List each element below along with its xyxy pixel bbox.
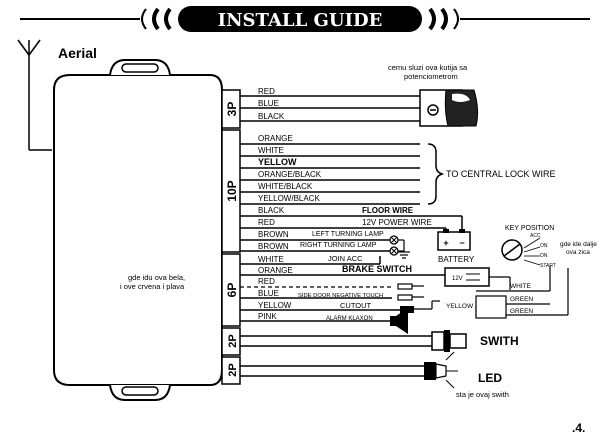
wire-label: BLACK (258, 112, 285, 121)
wire-label: BLUE (258, 289, 279, 298)
connector-10p-label: 10P (225, 180, 239, 201)
wire-label: ORANGE/BLACK (258, 170, 322, 179)
connector-6p-label: 6P (225, 283, 239, 298)
key-on-label-2: ON (540, 253, 548, 259)
green-wire-label-2: GREEN (510, 308, 533, 315)
power-wire-label: 12V POWER WIRE (362, 218, 432, 227)
relay-12v-label: 12V (452, 276, 463, 282)
door-switch-icon (397, 283, 424, 301)
yellow-wire-label: YELLOW (446, 303, 474, 310)
brake-switch-label: BRAKE SWITCH (342, 264, 412, 274)
wire-label: BROWN (258, 230, 289, 239)
wires-3p: RED BLUE BLACK (240, 87, 420, 122)
connector-2p-b-label: 2P (227, 363, 239, 376)
wire-label: BROWN (258, 242, 289, 251)
led-note: sta je ovaj swith (456, 390, 509, 399)
connector-2p-led: 2P (221, 356, 241, 385)
right-lamp-label: RIGHT TURNING LAMP (300, 242, 377, 249)
key-on-label: ON (540, 243, 548, 249)
key-position-label: KEY POSITION (505, 225, 554, 232)
connector-2p-a-label: 2P (227, 334, 239, 347)
connector-6p: 6P (221, 253, 241, 327)
green-wire-label-1: GREEN (510, 296, 533, 303)
connector-3p: 3P (221, 89, 241, 129)
led-icon (424, 351, 458, 389)
wire-label: WHITE (258, 255, 284, 264)
lamp-icon (389, 246, 404, 256)
floor-wire-label: FLOOR WIRE (362, 206, 414, 215)
relay-box: 12V (444, 267, 511, 290)
wire-label: RED (258, 87, 275, 96)
key-note-2: ova zica (566, 249, 590, 256)
left-lamp-label: LEFT TURNING LAMP (312, 231, 384, 238)
title-banner: INSTALL GUIDE (20, 6, 590, 32)
ground-icon (398, 251, 410, 259)
wire-label: YELLOW (258, 157, 297, 167)
swith-wires (240, 335, 432, 347)
wire-label: WHITE/BLACK (258, 182, 313, 191)
key-note-1: gde ide dalje (560, 241, 597, 248)
pot-note-1: cemu sluzi ova kutija sa (388, 63, 468, 72)
wire-label: YELLOW/BLACK (258, 194, 320, 203)
page-title: INSTALL GUIDE (218, 10, 383, 31)
gde-note-2: i ove crvena i plava (120, 282, 185, 291)
connector-3p-label: 3P (225, 102, 239, 117)
join-acc-label: JOIN ACC (328, 254, 363, 263)
led-label: LED (478, 371, 502, 385)
battery-icon: + − (437, 229, 471, 251)
lamp-icon (389, 235, 405, 252)
led-wires (240, 365, 424, 377)
key-wiring: WHITE YELLOW GREEN GREEN (446, 266, 569, 319)
aerial-label: Aerial (58, 45, 97, 61)
central-lock-label: TO CENTRAL LOCK WIRE (446, 169, 556, 179)
gde-note-1: gde idu ova bela, (128, 273, 185, 282)
wire-label: WHITE (258, 146, 284, 155)
swith-label: SWITH (480, 334, 519, 348)
ignition-key-icon (501, 237, 541, 266)
alarm-label: ALARM KLAXON (326, 316, 373, 322)
key-start-label: START (540, 263, 556, 269)
aerial-antenna (17, 39, 52, 151)
wires-6p: WHITE JOIN ACC ORANGE BRAKE SWITCH RED B… (240, 254, 445, 322)
alarm-siren-icon (390, 308, 408, 334)
wire-label: ORANGE (258, 134, 293, 143)
connector-10p: 10P (221, 129, 241, 253)
wire-label: BLUE (258, 99, 279, 108)
control-unit (53, 59, 223, 401)
battery-label: BATTERY (438, 255, 475, 264)
wire-label: RED (258, 277, 275, 286)
wire-label: BLACK (258, 206, 285, 215)
wire-label: PINK (258, 312, 277, 321)
potentiometer-box (419, 89, 479, 127)
wire-label: YELLOW (258, 301, 292, 310)
battery-minus: − (459, 238, 464, 248)
cutout-label: CUTOUT (340, 301, 372, 310)
white-wire-label: WHITE (510, 283, 532, 290)
side-door-label: SIDE DOOR NEGATIVE TOUCH (298, 293, 383, 299)
push-switch-icon (431, 330, 467, 352)
key-acc-label: ACC (530, 233, 541, 239)
battery-plus: + (443, 238, 448, 248)
connector-2p-swith: 2P (221, 327, 241, 356)
pot-note-2: potenciometrom (404, 72, 458, 81)
wire-label: ORANGE (258, 266, 293, 275)
wire-label: RED (258, 218, 275, 227)
wires-10p: ORANGE WHITE YELLOW ORANGE/BLACK WHITE/B… (240, 134, 556, 252)
page-number: .4. (572, 421, 585, 435)
